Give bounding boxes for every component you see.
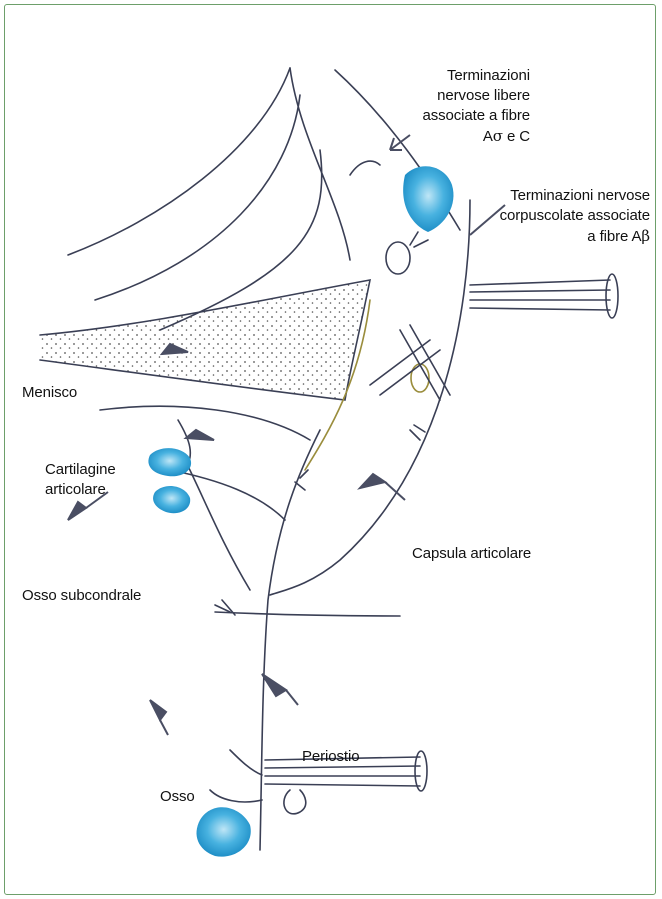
label-menisco: Menisco bbox=[22, 383, 77, 403]
nerve-bundle-upper-4 bbox=[470, 308, 610, 310]
subchondral-line bbox=[215, 612, 400, 616]
free-nerve-ending-icon bbox=[148, 448, 191, 476]
twig-1 bbox=[350, 161, 380, 175]
label-free-a: A bbox=[483, 128, 493, 145]
free-nerve-ending-icon bbox=[153, 486, 190, 513]
free-nerve-ending-icon bbox=[196, 807, 250, 856]
label-periosteum: Periostio bbox=[302, 747, 359, 767]
label-corpuscular-2: corpuscolate associate bbox=[460, 206, 650, 226]
label-cartilage-2: articolare bbox=[45, 480, 116, 500]
arrow-icon bbox=[150, 700, 166, 720]
arrow-icon bbox=[360, 474, 385, 488]
label-corpuscular-3: a fibre Aβ bbox=[460, 226, 650, 247]
free-nerve-endings bbox=[148, 166, 453, 856]
label-free-b: e C bbox=[503, 128, 530, 145]
femur-outline-outer bbox=[68, 68, 290, 255]
label-free-endings-4: Aσ e C bbox=[370, 126, 530, 147]
free-nerve-ending-icon bbox=[403, 166, 453, 232]
label-corpuscular-1: Terminazioni nervose bbox=[460, 186, 650, 206]
label-cartilage-1: Cartilagine bbox=[45, 460, 116, 480]
corpuscle-loop bbox=[284, 790, 306, 814]
label-corp-a: a fibre A bbox=[587, 228, 641, 245]
arrow-shaft bbox=[286, 690, 298, 705]
arrow-icon bbox=[68, 502, 86, 520]
arrow-icon bbox=[186, 430, 214, 440]
bundle-cut-upper bbox=[606, 274, 618, 318]
label-sigma: σ bbox=[493, 127, 503, 145]
twig-2 bbox=[410, 232, 428, 247]
arrow-shaft bbox=[160, 720, 168, 735]
corpuscle-2 bbox=[411, 364, 429, 392]
label-corpuscular: Terminazioni nervose corpuscolate associ… bbox=[460, 186, 650, 247]
joint-capsule bbox=[270, 200, 470, 595]
label-free-endings: Terminazioni nervose libere associate a … bbox=[370, 66, 530, 147]
label-capsule: Capsula articolare bbox=[412, 544, 531, 564]
nerve-bundle-upper-2 bbox=[470, 290, 610, 292]
nerve-bundle-lower-4 bbox=[265, 784, 420, 786]
corpuscle-1 bbox=[386, 242, 410, 274]
label-bone: Osso bbox=[160, 787, 195, 807]
femur-outline-mid bbox=[95, 95, 300, 300]
bundle-cut-lower bbox=[415, 751, 427, 791]
branch-periosteum bbox=[230, 750, 262, 775]
label-free-endings-1: Terminazioni bbox=[370, 66, 530, 86]
branch-to-cartilage bbox=[185, 460, 250, 590]
branch-bone bbox=[210, 790, 262, 802]
label-cartilage: Cartilagine articolare bbox=[45, 460, 116, 500]
nerve-bundle-upper-1 bbox=[470, 280, 610, 285]
arrow-icon bbox=[262, 674, 286, 696]
label-subchondral: Osso subcondrale bbox=[22, 586, 141, 606]
twig-5 bbox=[410, 425, 425, 440]
label-beta: β bbox=[641, 227, 650, 245]
label-free-endings-3: associate a fibre bbox=[370, 106, 530, 126]
vessel-1 bbox=[370, 340, 440, 395]
label-free-endings-2: nervose libere bbox=[370, 86, 530, 106]
meniscus-wedge bbox=[40, 280, 370, 400]
nerve-trunk bbox=[260, 430, 320, 850]
